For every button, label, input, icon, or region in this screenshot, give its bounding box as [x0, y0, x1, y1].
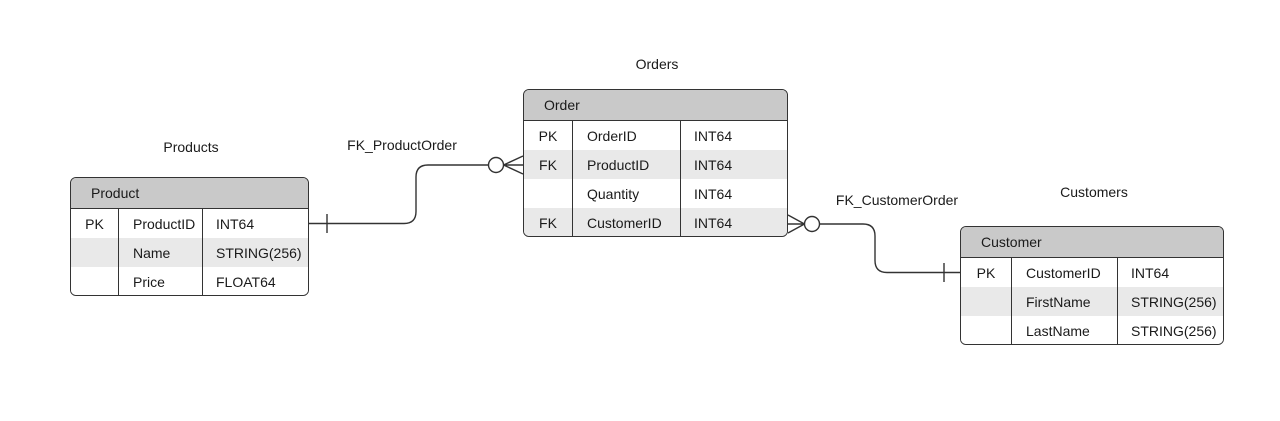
cell-key [961, 316, 1012, 344]
entity-title-customers: Customers [1060, 184, 1128, 200]
cell-key [71, 238, 119, 267]
fk-customer-order-line[interactable] [819, 223, 961, 274]
cell-field: CustomerID [1012, 258, 1118, 287]
fk-product-order-line[interactable] [309, 164, 489, 225]
cell-field: Name [119, 238, 203, 267]
cell-type: INT64 [694, 127, 733, 144]
crow-foot-many-icon [787, 214, 805, 234]
table-row: LastName STRING(256) [961, 316, 1223, 344]
zero-cardinality-circle-icon [803, 215, 821, 233]
fk-product-order-connector[interactable] [309, 155, 524, 233]
cell-field: CustomerID [573, 208, 681, 236]
entity-product[interactable]: Product PK ProductID INT64 Name STRING(2… [70, 177, 309, 296]
fk-customer-order-connector[interactable] [787, 214, 961, 282]
cell-field: Price [119, 267, 203, 295]
table-row: PK OrderID INT64 [524, 121, 787, 150]
zero-cardinality-circle-icon [487, 156, 505, 174]
entity-header-order: Order [524, 90, 787, 121]
cell-field: ProductID [573, 150, 681, 179]
table-row: FK CustomerID INT64 [524, 208, 787, 236]
cell-type: INT64 [694, 156, 733, 173]
cell-type: INT64 [216, 215, 255, 232]
cell-key: PK [71, 209, 119, 238]
table-row: PK CustomerID INT64 [961, 258, 1223, 287]
cell-type: STRING(256) [1131, 322, 1217, 339]
entity-rows-order: PK OrderID INT64 FK ProductID INT64 Quan… [524, 121, 787, 236]
entity-customer[interactable]: Customer PK CustomerID INT64 FirstName S… [960, 226, 1224, 345]
entity-order[interactable]: Order PK OrderID INT64 FK ProductID INT6… [523, 89, 788, 237]
crow-foot-many-icon [503, 155, 524, 175]
table-row: Price FLOAT64 [71, 267, 308, 295]
cell-type: INT64 [1131, 264, 1170, 281]
cell-type: STRING(256) [1131, 293, 1217, 310]
cell-field: Quantity [573, 179, 681, 208]
table-row: Name STRING(256) [71, 238, 308, 267]
entity-rows-customer: PK CustomerID INT64 FirstName STRING(256… [961, 258, 1223, 344]
cell-key [961, 287, 1012, 316]
table-row: FK ProductID INT64 [524, 150, 787, 179]
cell-type: FLOAT64 [216, 273, 276, 290]
table-row: Quantity INT64 [524, 179, 787, 208]
table-row: FirstName STRING(256) [961, 287, 1223, 316]
cell-field: FirstName [1012, 287, 1118, 316]
relationship-label-fk-product-order: FK_ProductOrder [347, 137, 457, 153]
cell-field: OrderID [573, 121, 681, 150]
entity-header-customer: Customer [961, 227, 1223, 258]
cell-key: PK [524, 121, 573, 150]
cell-type: INT64 [694, 185, 733, 202]
cell-type: INT64 [694, 214, 733, 231]
relationship-label-fk-customer-order: FK_CustomerOrder [835, 192, 959, 208]
cell-key: FK [524, 208, 573, 236]
entity-header-product: Product [71, 178, 308, 209]
cell-key [71, 267, 119, 295]
table-row: PK ProductID INT64 [71, 209, 308, 238]
cell-field: LastName [1012, 316, 1118, 344]
entity-title-orders: Orders [635, 56, 679, 72]
entity-title-products: Products [163, 139, 219, 155]
entity-rows-product: PK ProductID INT64 Name STRING(256) Pric… [71, 209, 308, 295]
cell-key [524, 179, 573, 208]
cell-type: STRING(256) [216, 244, 302, 261]
cell-key: PK [961, 258, 1012, 287]
cell-field: ProductID [119, 209, 203, 238]
cell-key: FK [524, 150, 573, 179]
